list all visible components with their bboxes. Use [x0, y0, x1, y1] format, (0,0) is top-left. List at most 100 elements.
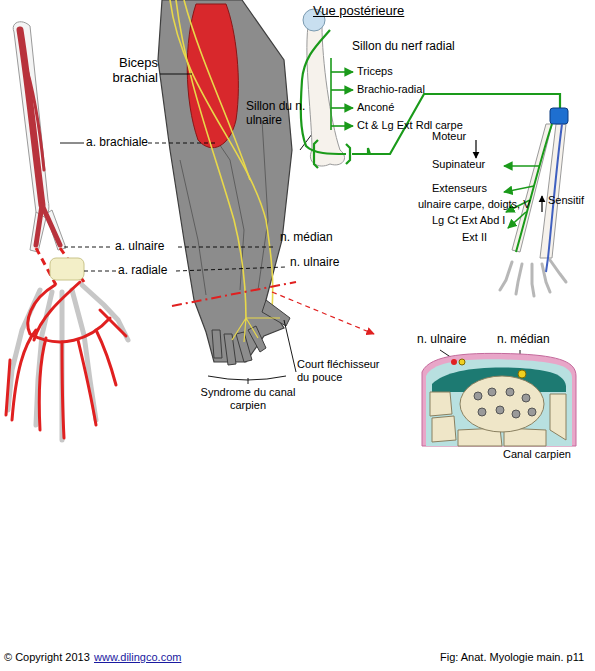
hand-fingers — [248, 326, 266, 352]
carpal-tunnel-section — [430, 392, 452, 416]
leader-lines — [176, 267, 286, 271]
nerve-label: n. ulnaire — [417, 333, 466, 347]
hand-fingers — [224, 334, 236, 365]
nerve-label: n. médian — [280, 231, 333, 245]
leader-lines — [64, 247, 112, 248]
brachial-artery — [42, 205, 60, 245]
brachial-artery — [24, 60, 44, 170]
motor-branch-arrows — [331, 125, 353, 127]
hand-arteries — [6, 360, 10, 415]
hand-arteries — [34, 282, 80, 340]
arm-muscles — [180, 160, 206, 295]
carpal-tunnel-section — [528, 408, 536, 416]
hand-arteries — [62, 342, 64, 438]
arm-nerves — [170, 0, 273, 320]
hand-nerves — [232, 318, 280, 342]
hand-fingers — [212, 300, 290, 365]
carpal-tunnel-section — [460, 376, 544, 432]
muscle-label: Lg Ct Ext Abd I — [432, 214, 505, 227]
arm-nerves — [176, 0, 246, 320]
arm-muscles — [258, 120, 268, 290]
leader-lines — [284, 320, 296, 372]
hand-fingers — [262, 300, 290, 326]
hand-arteries — [78, 340, 96, 425]
leader-lines — [300, 134, 312, 150]
radial-nerve — [346, 144, 350, 164]
hand-arteries — [6, 282, 126, 438]
radial-nerve — [301, 30, 346, 154]
muscle-label: Extenseurs — [432, 182, 487, 195]
motor-arrow — [475, 140, 476, 158]
motor-branch-arrows — [330, 58, 332, 130]
hand-skeleton — [60, 292, 65, 440]
radial-nerve — [352, 94, 560, 154]
brachial-artery — [36, 205, 42, 245]
leader-lines — [248, 378, 249, 384]
motor-branch-arrows — [331, 107, 353, 109]
arm-skeleton — [13, 22, 49, 218]
function-label: Sensitif — [548, 194, 584, 207]
nerve-label: n. médian — [497, 333, 550, 347]
forearm-branch-arrows — [504, 165, 540, 167]
groove-label: Sillon du nerf radial — [352, 40, 455, 54]
muscle-label: Supinateur — [432, 158, 485, 171]
humerus-bone — [307, 26, 345, 166]
carpal-tunnel-section — [459, 359, 465, 365]
artery-label: a. radiale — [118, 264, 167, 278]
sensory-arrow — [541, 196, 542, 212]
muscle-label: ulnaire carpe, doigts, V — [418, 198, 531, 211]
section-line — [172, 282, 296, 306]
carpal-tunnel-section — [426, 359, 572, 446]
view-title: Vue postérieure — [313, 4, 404, 19]
muscle-label: Ct & Lg Ext Rdl carpe — [357, 119, 463, 132]
hand-arteries — [12, 330, 36, 420]
brachial-artery — [20, 30, 60, 245]
hand-skeleton-dorsal — [550, 260, 566, 282]
carpal-tunnel-section — [518, 370, 526, 378]
artery-label: a. ulnaire — [115, 240, 164, 254]
carpal-tunnel-section — [478, 408, 486, 416]
muscle-label: Anconé — [357, 101, 394, 114]
motor-branch-arrows — [331, 58, 353, 130]
hand-skeleton-dorsal — [516, 264, 522, 294]
leader-lines — [178, 247, 276, 248]
forearm-branch-arrows — [504, 186, 534, 192]
nerve-origin-cap — [550, 108, 568, 124]
leader-lines — [84, 271, 116, 272]
carpal-tunnel-section — [506, 388, 514, 396]
muscle-label: Brachio-radial — [357, 83, 425, 96]
muscle-label: Triceps — [357, 65, 393, 78]
leader-lines — [208, 376, 286, 380]
section-arrow — [272, 292, 374, 334]
carpal-tunnel-section — [496, 406, 504, 414]
muscle-label: Ext II — [462, 231, 487, 244]
artery-dashes — [36, 248, 84, 285]
motor-branch-arrows — [331, 89, 353, 91]
carpal-tunnel-section — [512, 410, 520, 418]
radial-nerve — [314, 140, 318, 168]
forearm-branch-arrows — [504, 166, 540, 228]
carpal-tunnel-section — [422, 353, 576, 446]
copyright-note: © Copyright 2013 — [4, 651, 90, 664]
figure-caption: Fig: Anat. Myologie main. p11 — [440, 651, 584, 664]
function-label: Moteur — [432, 130, 466, 143]
carpal-tunnel-section — [550, 394, 566, 440]
forearm-skeleton — [512, 124, 566, 258]
arm-muscles — [158, 0, 292, 362]
motor-branch-arrows — [331, 71, 353, 73]
nerve-label: n. ulnaire — [290, 256, 339, 270]
hand-skeleton-dorsal — [500, 260, 566, 296]
section-label: Canal carpien — [503, 448, 571, 461]
radial-nerve — [301, 30, 560, 168]
humerus-bone — [303, 9, 345, 166]
arm-muscles — [158, 0, 292, 362]
carpal-tunnel-section — [422, 353, 576, 446]
carpal-tunnel-section — [522, 394, 530, 402]
muscle-label: Biceps brachial — [98, 56, 158, 86]
arm-skeleton — [13, 22, 66, 252]
leader-lines — [160, 74, 192, 75]
carpal-tunnel-section — [432, 416, 456, 442]
leader-lines — [148, 143, 218, 144]
hand-skeleton-dorsal — [500, 262, 512, 290]
